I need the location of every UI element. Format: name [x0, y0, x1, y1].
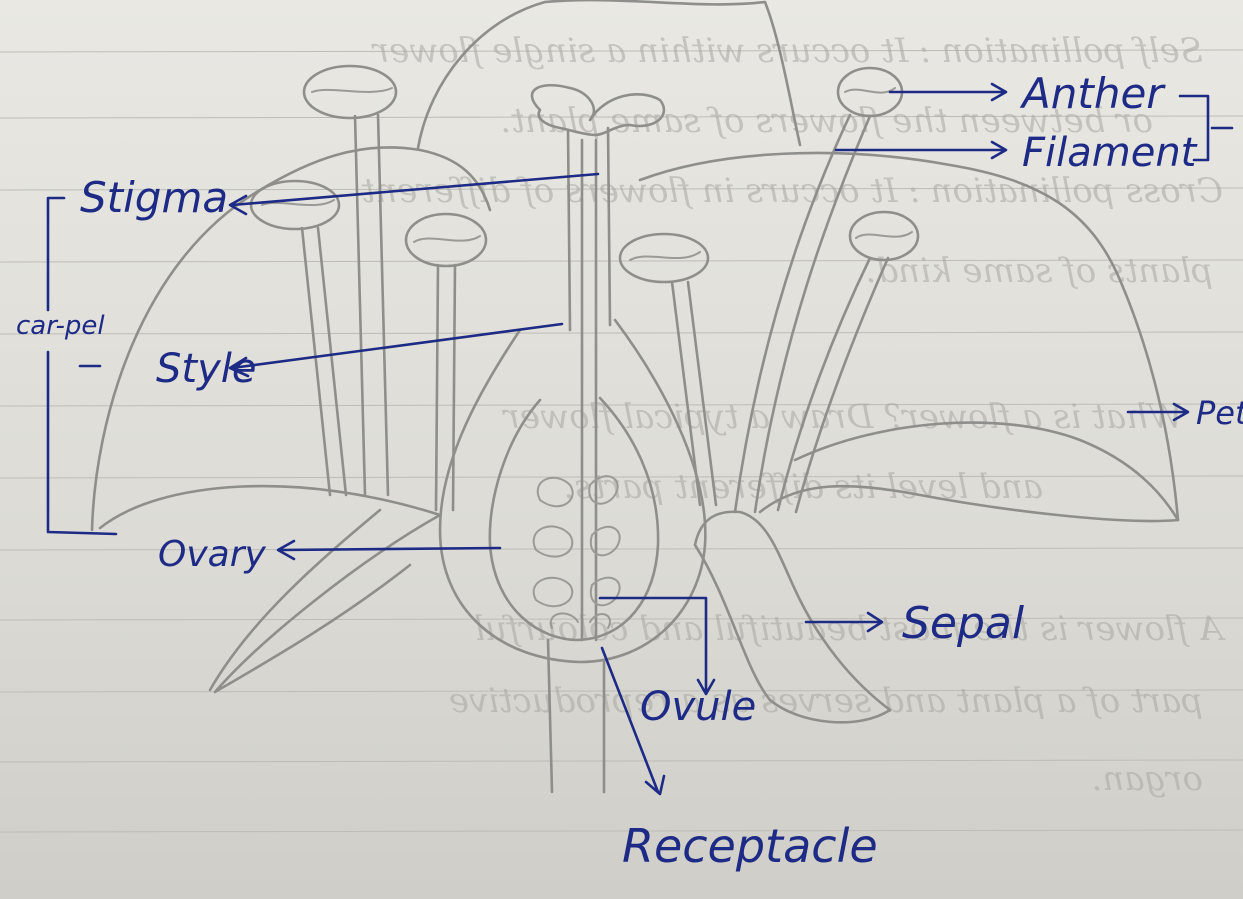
ghost-line-9: organ. — [1092, 759, 1203, 799]
stigma-label: Stigma — [80, 173, 228, 222]
ovary-label: Ovary — [158, 534, 267, 575]
filament-label: Filament — [1022, 130, 1198, 176]
ghost-line-8: part of a plant and serves as a reproduc… — [449, 681, 1203, 721]
anther-leader — [890, 84, 1006, 100]
style-label: Style — [156, 346, 256, 392]
ghost-line-3: Cross pollination : It occurs in flowers… — [361, 171, 1223, 211]
style-leader — [230, 324, 562, 376]
anther-label: Anther — [1019, 69, 1166, 118]
left-sepal — [100, 486, 440, 692]
carpel-label: car-pel — [16, 311, 105, 341]
ovary-leader — [278, 541, 500, 559]
receptacle-label: Receptacle — [622, 819, 878, 873]
filament-leader — [836, 142, 1006, 158]
sepal-label: Sepal — [902, 598, 1025, 649]
ghost-line-4: plants of same kind. — [866, 251, 1213, 291]
petal-label: Pet — [1196, 394, 1243, 432]
ghost-line-7: A flower is the most beautiful and colou… — [474, 609, 1226, 649]
ovule-label: Ovule — [640, 684, 756, 730]
ghost-line-1: Self pollination : It occurs within a si… — [371, 31, 1203, 71]
carpel-bracket — [48, 198, 116, 534]
